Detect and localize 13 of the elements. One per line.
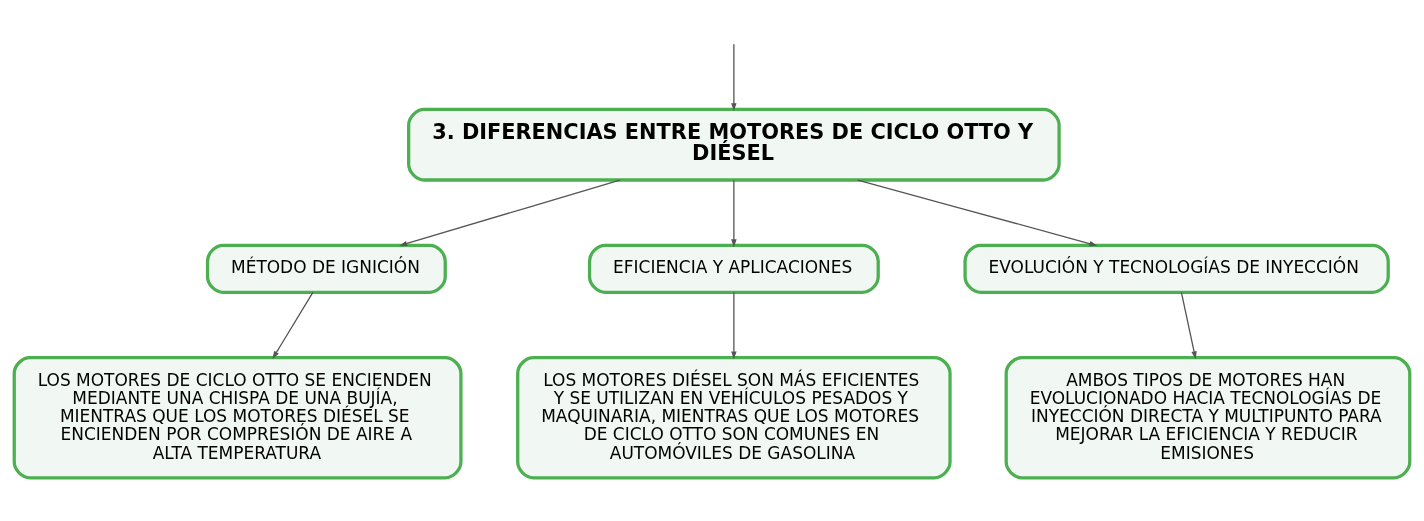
- arrow: [272, 291, 314, 359]
- node-box: MÉTODO DE IGNICIÓN: [205, 243, 447, 294]
- arrow: [399, 179, 621, 247]
- arrow: [731, 43, 737, 112]
- node-box: LOS MOTORES DIÉSEL SON MÁS EFICIENTES Y SE UTILIZAN EN VEHÍCULOS PESADOS Y MAQUINARIA, MIENTRAS QUE LOS MOTORES DE CICLO OTTO SON COMUNES EN AUTOMÓVILES DE GASOLINA: [516, 356, 952, 480]
- node-box: AMBOS TIPOS DE MOTORES HAN EVOLUCIONADO HACIA TECNOLOGÍAS DE INYECCIÓN DIRECTA Y MULTIPUNTO PARA MEJORAR LA EFICIENCIA Y REDUCIR EMISIONES: [1004, 356, 1412, 480]
- arrow: [731, 291, 737, 360]
- arrow: [1180, 291, 1197, 360]
- node-box: 3. DIFERENCIAS ENTRE MOTORES DE CICLO OTTO Y DIÉSEL: [407, 107, 1061, 182]
- arrow: [857, 179, 1098, 247]
- arrow: [731, 179, 737, 248]
- node-box: EFICIENCIA Y APLICACIONES: [587, 243, 880, 294]
- node-box: LOS MOTORES DE CICLO OTTO SE ENCIENDEN MEDIANTE UNA CHISPA DE UNA BUJÍA, MIENTRAS QUE LOS MOTORES DIÉSEL SE ENCIENDEN POR COMPRESIÓN DE AIRE A ALTA TEMPERATURA: [12, 356, 463, 480]
